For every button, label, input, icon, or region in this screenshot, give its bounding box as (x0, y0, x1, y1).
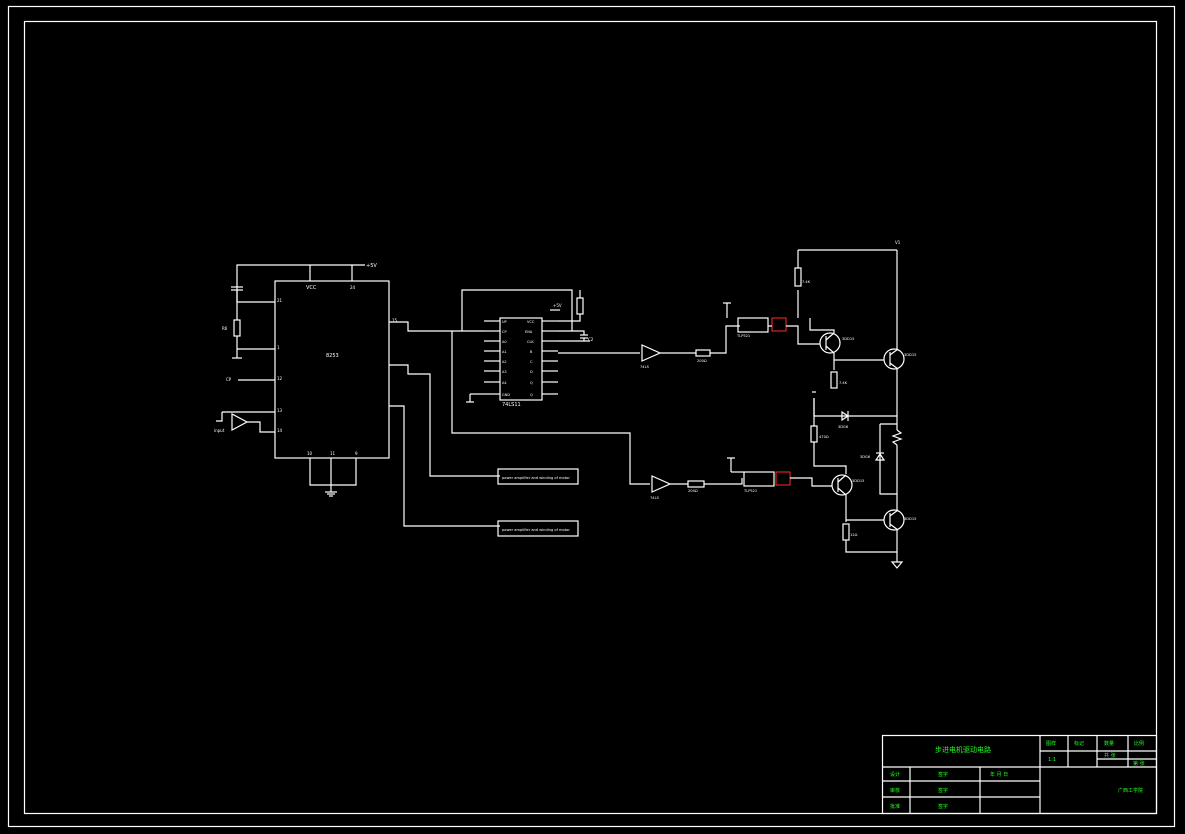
diode-label: 3DG6 (838, 425, 849, 429)
drawing-title: 步进电机驱动电路 (935, 745, 991, 754)
r-47-label: 470Ω (819, 435, 829, 439)
pin-num: 11 (330, 451, 336, 456)
signature-3: 签字 (938, 803, 948, 810)
pin-num: 13 (277, 408, 283, 413)
note-box-1: power amplifier and winding of motor (497, 468, 579, 485)
q-right-label: 3DD15 (904, 353, 916, 357)
role-approver: 批准 (890, 803, 900, 810)
role-designer: 设计 (890, 771, 900, 778)
note-2-text: power amplifier and winding of motor (502, 528, 570, 532)
q-bottom-label: 3DD15 (904, 517, 916, 521)
outer-frame (7, 5, 1176, 828)
pin-num: 24 (350, 285, 356, 290)
diode2-label: 3DG6 (860, 455, 871, 459)
sheet-no: 第 张 (1133, 760, 1145, 767)
pin-label: CP (502, 330, 507, 334)
chip-74ls-pins (484, 320, 558, 395)
chip-8253-vcc: VCC (306, 285, 317, 291)
r-200b-label: 200Ω (688, 489, 698, 493)
q-top-label: 3DD15 (842, 337, 854, 341)
pin-label: A1 (502, 350, 507, 354)
input-label: input (214, 428, 225, 433)
chip-74ls-wiring: +5V C2 (461, 289, 640, 403)
pin-label: A0 (502, 340, 507, 344)
pin-label: VCC (527, 320, 535, 324)
pin-label: ENA (525, 330, 533, 334)
r-200-label: 200Ω (697, 359, 707, 363)
pin-num: 10 (307, 451, 313, 456)
pin-label: A3 (502, 370, 507, 374)
sheet-total: 共 张 (1104, 752, 1116, 759)
header-drawing: 图样 (1046, 740, 1056, 747)
opto2-label: TLP521 (743, 489, 757, 493)
title-block: 步进电机驱动电路 图样 标记 数量 比例 1:1 共 张 第 张 设计 审核 批… (881, 734, 1158, 815)
q-mid-label: 3DD15 (852, 479, 864, 483)
pin-num: 14 (277, 428, 283, 433)
pin-label: Q (530, 393, 533, 397)
pin-num: 21 (277, 298, 283, 303)
pin-label: D (530, 370, 533, 374)
note-box-2: power amplifier and winding of motor (497, 520, 579, 537)
note-1-text: power amplifier and winding of motor (502, 476, 570, 480)
pin-label: CLK (527, 340, 534, 344)
signature-1: 签字 (938, 771, 948, 778)
driver-stage-upper: 74LS 200Ω TLP521 7.4K 3DD15 7.4K (640, 240, 916, 495)
plus5v-b-label: +5V (553, 303, 562, 308)
cp-label: CP (226, 377, 232, 382)
r-7k-label: 7.4K (839, 381, 848, 385)
signature-2: 签字 (938, 787, 948, 794)
header-mark: 标记 (1074, 740, 1084, 747)
vcc-top-label: V1 (895, 240, 901, 245)
header-qty: 数量 (1104, 740, 1114, 747)
pin-num: 1 (277, 345, 280, 350)
r-top-label: 7.4K (802, 280, 811, 284)
plus5v-label: +5V (366, 263, 377, 269)
pin-num: 12 (277, 376, 283, 381)
pin-label: A4 (502, 381, 507, 385)
amp2-label: 74LS (650, 496, 660, 500)
r6-label: R6 (222, 326, 228, 331)
pin-num: 9 (355, 451, 358, 456)
company-name: 广西工学院 (1118, 787, 1143, 794)
header-scale: 比例 (1134, 740, 1144, 747)
amp1-label: 74LS (640, 365, 650, 369)
pin-label: A2 (502, 360, 507, 364)
role-checker: 审核 (890, 787, 900, 794)
pin-label: UP (502, 320, 507, 324)
chip-74ls: 74LS11 UP CP A0 A1 A2 A3 A4 GND VCC ENA … (499, 317, 543, 408)
signal-wiring (389, 321, 650, 527)
chip-8253: 8253 VCC 24 21 1 12 13 14 10 11 9 15 (274, 280, 398, 459)
opto1-label: TLP521 (736, 334, 750, 338)
pin-label: GND (502, 393, 510, 397)
chip-8253-label: 8253 (326, 353, 339, 359)
r-12-label: 12Ω (850, 533, 858, 537)
driver-stage-lower: 74LS 200Ω TLP521 470Ω 3DD15 12Ω (650, 391, 916, 569)
pin-label: C (530, 360, 533, 364)
scale-value: 1:1 (1048, 757, 1056, 763)
cap-label: C2 (588, 337, 594, 342)
inner-frame (23, 20, 1158, 815)
chip-74ls-label: 74LS11 (502, 402, 521, 408)
pin-label: B (530, 350, 533, 354)
pin-label: Q (530, 381, 533, 385)
pin-num: 15 (392, 318, 398, 323)
supply-wiring: +5V R6 CP input (214, 263, 377, 497)
date-field: 年 月 日 (990, 771, 1008, 778)
